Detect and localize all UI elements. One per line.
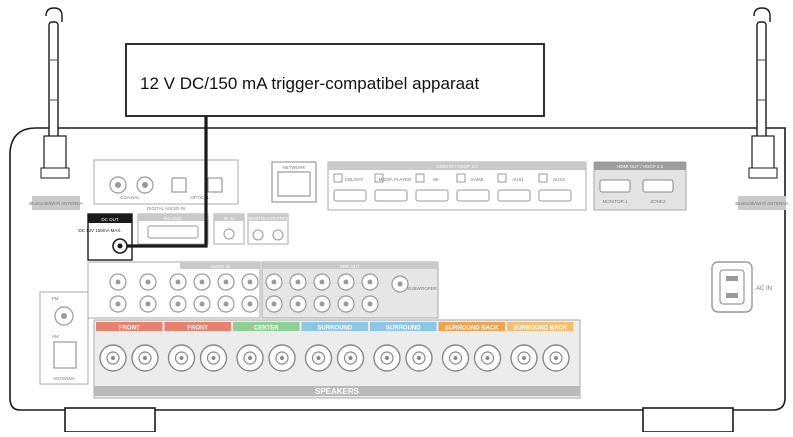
dc-out-label: DC OUT (101, 217, 118, 222)
hdmi-out-port-1: MONITOR 1 (603, 199, 628, 204)
optical-label: OPTICAL (190, 195, 210, 200)
antenna-left-label: Bluetooth/Wi-Fi ANTENNA (29, 201, 82, 206)
hdmi-in-port-label: AUX2 (553, 177, 565, 182)
dc-out-spec: DC 12V 150mA MAX. (78, 228, 121, 233)
left-foot (64, 407, 156, 433)
hdmi-in-port-label: GAME (470, 177, 483, 182)
hdmi-in-number-box (497, 173, 507, 183)
hdmi-in-port-label: MEDIA PLAYER (379, 177, 412, 182)
speaker-group-label: SURROUND BACK (513, 326, 567, 332)
hdmi-in-number-box (415, 173, 425, 183)
speakers-section: FRONT FRONT CENTER SURROUND SURROUND SURROUND… (93, 319, 581, 399)
pre-out-label: PRE OUT (340, 264, 360, 269)
hdmi-in-port (374, 189, 408, 202)
ir-in-label: IR IN (224, 216, 234, 221)
left-antenna (40, 7, 70, 179)
fm-label: FM (52, 296, 59, 301)
dc-out-section: DC OUT DC 12V 150mA MAX. (78, 213, 133, 261)
hdmi-in-number-box (374, 173, 384, 183)
speaker-group-header (96, 322, 163, 331)
antenna-label: ANTENNA (53, 376, 75, 381)
speaker-group-header (164, 322, 231, 331)
audio-in-label: AUDIO IN (210, 264, 230, 269)
rs232c-label: RS-232C (164, 216, 183, 221)
subwoofer-label: SUBWOOFER (407, 286, 437, 291)
callout-label: 12 V DC/150 mA trigger-compatibel appara… (140, 74, 480, 93)
speaker-group-label: SURROUND (317, 326, 352, 332)
hdmi-in-port-label: CBL/SAT (345, 177, 364, 182)
network-port: NETWORK (271, 161, 317, 203)
trigger-cable (127, 116, 208, 248)
digital-audio-in-section: COAXIAL OPTICAL DIGITAL AUDIO IN (93, 159, 239, 211)
speaker-group-label: SURROUND BACK (445, 326, 499, 332)
hdmi-in-port (415, 189, 449, 202)
hdmi-in-section: HDMI IN / HDCP 2.3 CBL/SAT MEDIA PLAYER 8K… (327, 161, 587, 211)
speaker-group-header (370, 322, 437, 331)
control-section: RS-232C IR IN REMOTE CONTROL (137, 213, 290, 245)
hdmi-out-section: HDMI OUT / HDCP 2.3 MONITOR 1 ZONE2 (593, 161, 687, 211)
right-foot (642, 407, 734, 433)
remote-control-label: REMOTE CONTROL (247, 216, 290, 221)
hdmi-out-header: HDMI OUT / HDCP 2.3 (617, 164, 664, 169)
trigger-device-callout: 12 V DC/150 mA trigger-compatibel appara… (125, 43, 545, 248)
speaker-group-label: CENTER (254, 326, 279, 332)
hdmi-in-number-box (538, 173, 548, 183)
hdmi-in-port-label: AUX1 (512, 177, 524, 182)
callout-box (125, 43, 545, 117)
speaker-group-label: SURROUND (386, 326, 421, 332)
speakers-label: SPEAKERS (315, 387, 360, 396)
speaker-group-label: FRONT (119, 326, 140, 332)
digital-audio-in-label: DIGITAL AUDIO IN (147, 206, 185, 211)
hdmi-in-port-label: 8K (433, 177, 439, 182)
am-label: AM (52, 334, 59, 339)
hdmi-in-number-box (333, 173, 343, 183)
speaker-group-header (438, 322, 505, 331)
hdmi-in-port (497, 189, 531, 202)
antenna-right-label: Bluetooth/Wi-Fi ANTENNA (735, 201, 788, 206)
tuner-antenna-section: FM AM ANTENNA (39, 291, 89, 385)
ac-in-section: AC IN (711, 261, 772, 313)
analog-audio-section: AUDIO IN PRE OUT SUBWOOFER (87, 261, 439, 319)
speaker-group-header (301, 322, 368, 331)
ac-in-label: AC IN (756, 286, 772, 292)
hdmi-in-header: HDMI IN / HDCP 2.3 (436, 164, 478, 169)
speaker-group-header (507, 322, 574, 331)
hdmi-in-port (538, 189, 572, 202)
coaxial-label: COAXIAL (120, 195, 140, 200)
hdmi-in-port (333, 189, 367, 202)
network-label: NETWORK (283, 165, 306, 170)
speaker-group-header (233, 322, 300, 331)
hdmi-out-port-2: ZONE2 (650, 199, 666, 204)
hdmi-in-number-box (456, 173, 466, 183)
hdmi-in-port (456, 189, 490, 202)
speaker-group-label: FRONT (187, 326, 208, 332)
right-antenna (748, 7, 778, 179)
